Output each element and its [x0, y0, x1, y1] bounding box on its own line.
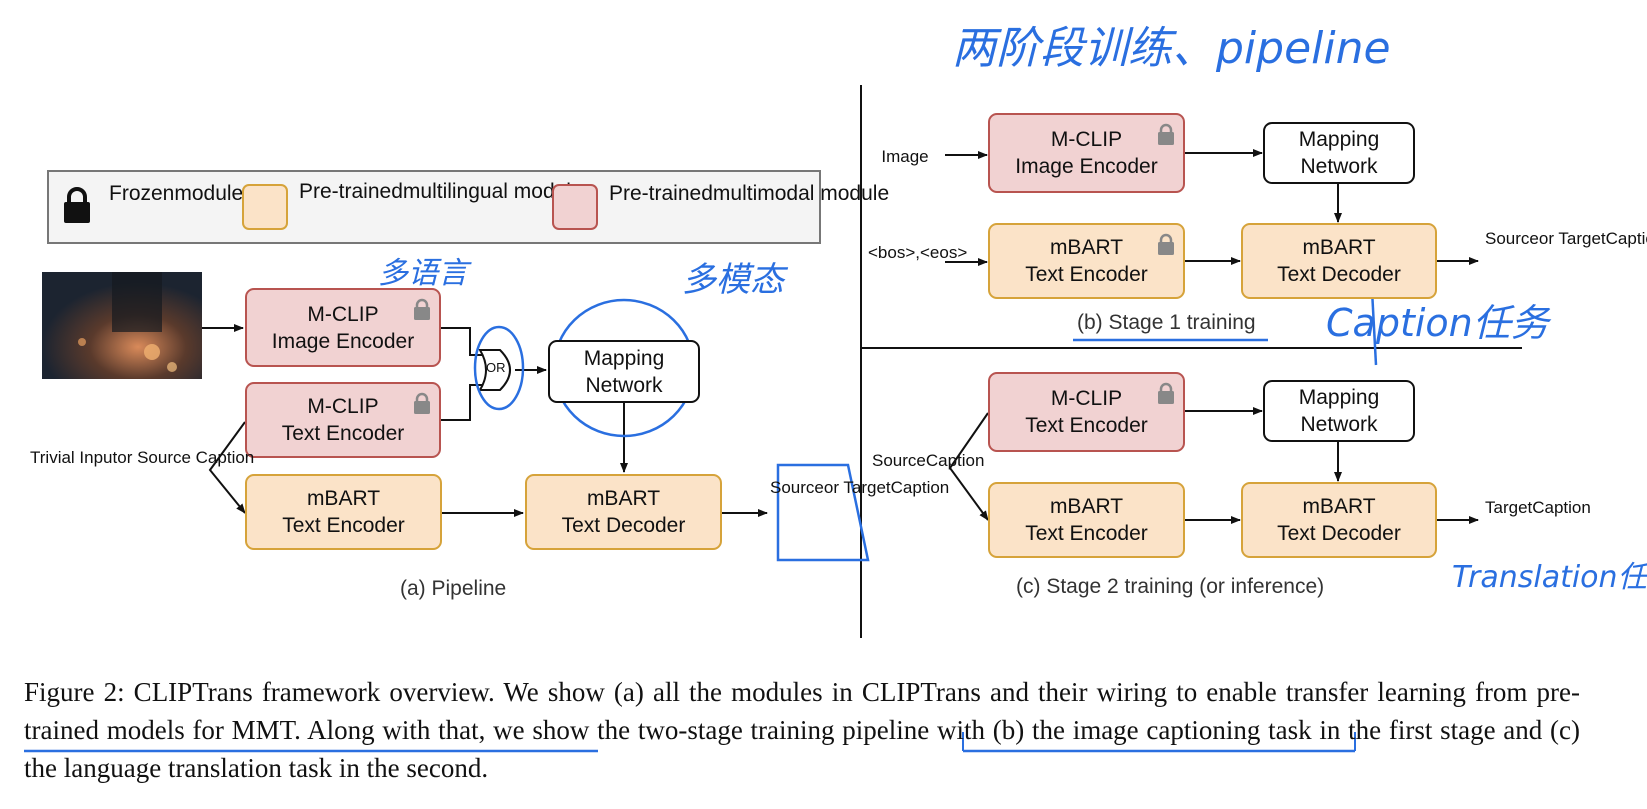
annotation-multimodal: 多模态 [682, 260, 784, 300]
stage2-output-label: TargetCaption [1485, 498, 1591, 517]
lock-icon [414, 298, 430, 320]
annotation-translation-task: Translation任务 [1452, 560, 1647, 595]
legend-multimodal-label: Pre-trainedmultimodal module [609, 182, 890, 205]
annotation-top: 两阶段训练、pipeline [952, 23, 1391, 74]
stage1-subtitle: (b) Stage 1 training [1077, 311, 1256, 334]
trivial-input-label: Trivial Inputor Source Caption [30, 448, 255, 467]
legend-multilingual-swatch [242, 184, 288, 230]
stage2-source-caption-label: SourceCaption [872, 451, 985, 470]
stage1-output-label: Sourceor TargetCaption [1485, 229, 1647, 248]
figure-caption: Figure 2: CLIPTrans framework overview. … [24, 677, 1580, 783]
legend: Frozenmodule Pre-trainedmultilingual mod… [47, 170, 890, 244]
legend-multimodal-swatch [552, 184, 598, 230]
lock-icon [1158, 233, 1174, 255]
annotation-circle-or [473, 325, 525, 411]
stage1-bos-eos-label: <bos>,<eos> [868, 243, 968, 262]
legend-frozen-label: Frozenmodule [109, 182, 244, 205]
pipeline-output-label: Sourceor TargetCaption [770, 478, 950, 497]
annotation-box-output [776, 463, 870, 562]
lock-icon [64, 187, 90, 223]
lock-icon [1158, 382, 1174, 404]
stage2-subtitle: (c) Stage 2 training (or inference) [1016, 575, 1325, 598]
annotation-caption-task: Caption任务 [1326, 301, 1549, 345]
annotation-multilingual: 多语言 [378, 256, 468, 291]
lock-icon [1158, 123, 1174, 145]
or-gate [478, 349, 511, 391]
stage1-image-label: Image [881, 147, 929, 166]
pipeline-subtitle: (a) Pipeline [400, 577, 507, 600]
input-image-thumbnail [42, 272, 202, 379]
or-label: OR [486, 360, 506, 375]
legend-multilingual-label: Pre-trainedmultilingual module [299, 180, 583, 203]
lock-icon [414, 392, 430, 414]
